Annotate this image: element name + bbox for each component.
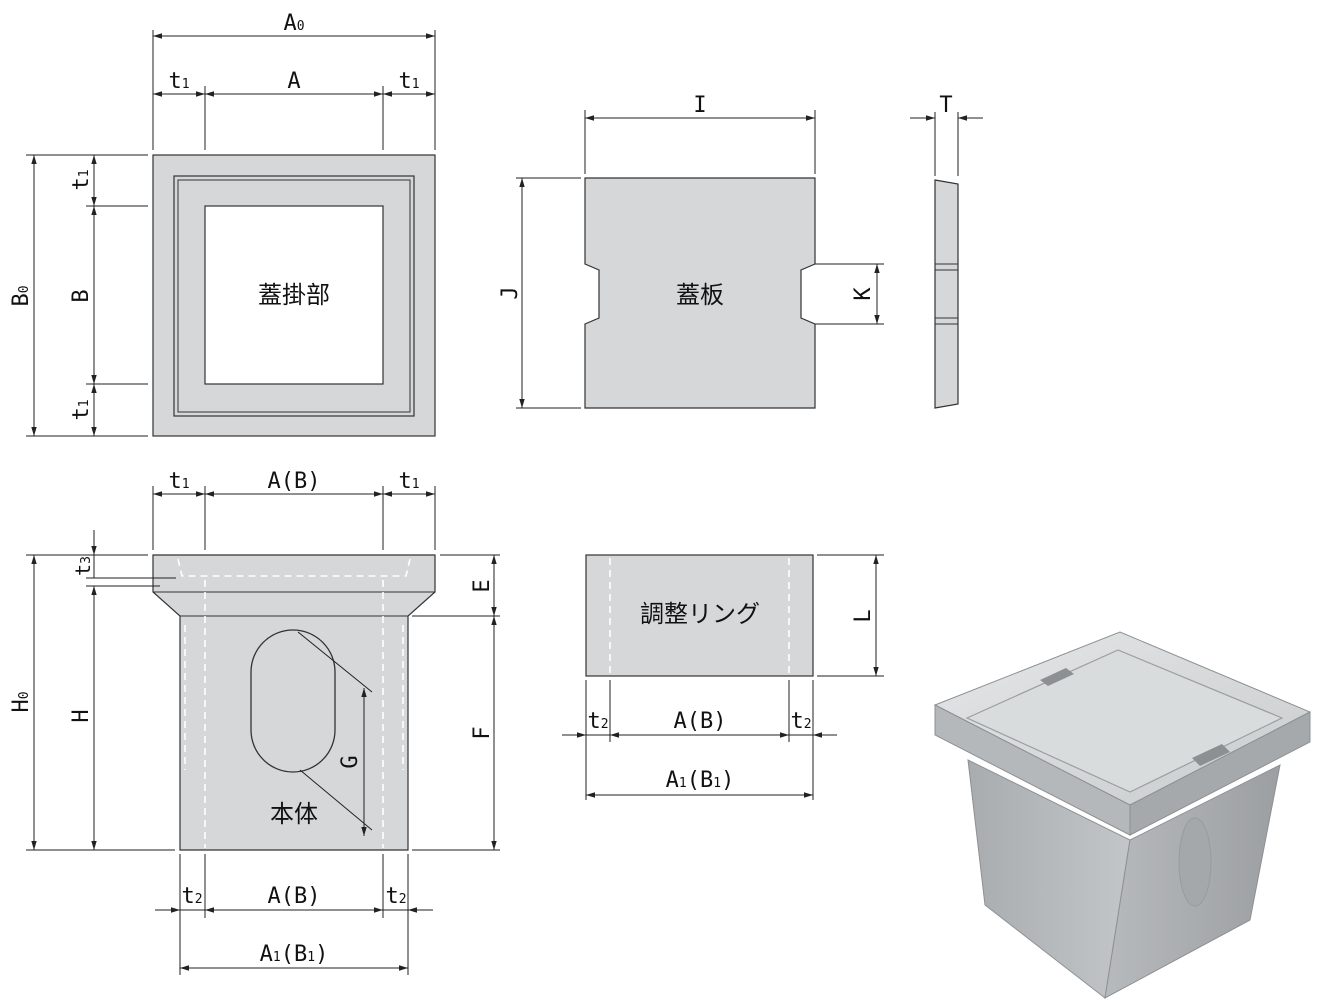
ring-view: 調整リング L t2 A(B) t2 A1(B1) <box>562 554 884 800</box>
dim-label-t3: t3 <box>71 556 95 576</box>
dim-label-a: A <box>287 69 300 94</box>
dim-label-b: B <box>69 289 94 302</box>
dim-label-e: E <box>470 579 495 592</box>
dim-label-t1-bottom: t1 <box>69 399 94 420</box>
dim-label-body-t2-right: t2 <box>385 884 406 909</box>
dim-label-body-t1-left: t1 <box>168 469 189 494</box>
dim-label-h: H <box>69 709 94 722</box>
dim-label-t: T <box>939 93 952 118</box>
body-label: 本体 <box>270 800 318 828</box>
dim-label-j: J <box>498 286 523 299</box>
dim-label-ring-t2-right: t2 <box>790 709 811 734</box>
lid-seat-label: 蓋掛部 <box>258 281 330 309</box>
dim-label-ring-a1b1: A1(B1) <box>666 768 735 793</box>
ring-label: 調整リング <box>640 600 760 628</box>
body-pipe-opening <box>250 629 336 773</box>
dim-label-t1-right: t1 <box>398 69 419 94</box>
dim-label-body-ab-bottom: A(B) <box>268 884 321 909</box>
product-3d-image <box>933 631 1312 999</box>
lid-side-view: T <box>910 93 983 409</box>
top-view: 蓋掛部 A0 t1 A t1 B0 t1 B t1 <box>9 11 436 437</box>
dim-label-i: I <box>693 93 706 118</box>
top-view-opening <box>204 205 384 385</box>
dim-label-body-t1-right: t1 <box>398 469 419 494</box>
ring-body <box>585 554 814 677</box>
dim-label-ring-ab: A(B) <box>674 709 727 734</box>
lid-seat-inner-outline <box>177 179 411 413</box>
dim-label-t1-top: t1 <box>69 169 94 190</box>
dim-label-t1-left: t1 <box>168 69 189 94</box>
body-view: 本体 G t1 A(B) t1 H0 t3 H <box>9 469 500 975</box>
dim-label-ring-t2-left: t2 <box>587 709 608 734</box>
dim-label-b0: B0 <box>9 285 34 306</box>
body-opening-hint <box>1178 817 1212 907</box>
lid-view: 蓋板 I J K <box>498 93 884 409</box>
lid-label: 蓋板 <box>676 281 724 309</box>
lid-lift-notch-icon <box>1040 668 1074 686</box>
dim-label-l: L <box>851 609 876 622</box>
dim-label-a0: A0 <box>283 11 304 36</box>
dim-label-f: F <box>470 726 495 739</box>
dim-label-body-t2-left: t2 <box>181 884 202 909</box>
lid-seat-outline <box>173 175 415 417</box>
dim-label-body-a1b1: A1(B1) <box>260 942 329 967</box>
dim-label-h0: H0 <box>9 691 34 712</box>
dim-label-body-ab-top: A(B) <box>268 469 321 494</box>
lid-side-plate <box>934 179 959 409</box>
dim-label-k: K <box>851 287 876 301</box>
dim-label-g: G <box>338 755 363 768</box>
lid-lift-notch-icon <box>1192 744 1230 766</box>
